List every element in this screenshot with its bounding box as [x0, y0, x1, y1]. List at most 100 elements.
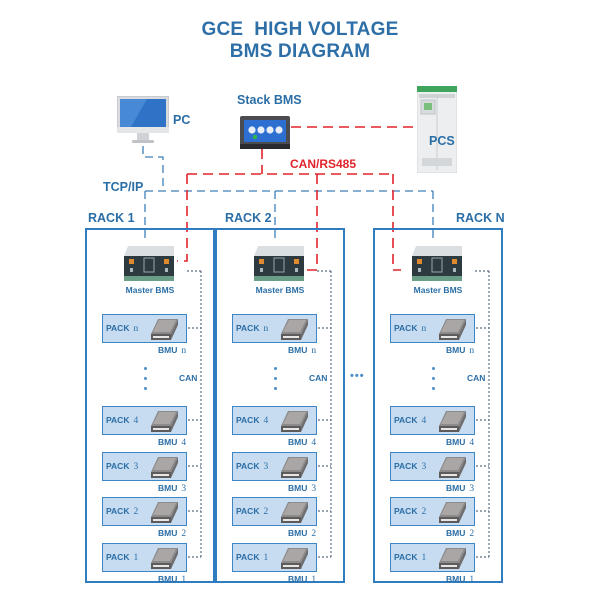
bmu-number: 3 [181, 484, 187, 494]
tcp-ip-label: TCP/IP [103, 180, 144, 194]
ellipsis-dot [144, 387, 147, 390]
bmu-icon [279, 409, 309, 440]
pack-word: PACK [236, 461, 260, 471]
can-label: CAN [467, 373, 486, 383]
master-bms-label: Master BMS [413, 285, 463, 295]
bmu-word: BMU [158, 574, 178, 584]
title-line-1: GCE HIGH VOLTAGE [201, 19, 399, 40]
pack-word: PACK [106, 552, 130, 562]
pack-word: PACK [236, 415, 260, 425]
bmu-icon [149, 455, 179, 486]
bmu-icon [149, 317, 179, 348]
bmu-number: 3 [311, 484, 317, 494]
can-label: CAN [309, 373, 328, 383]
bmu-icon [437, 546, 467, 577]
pcs-label: PCS [429, 134, 455, 148]
pack-word: PACK [236, 552, 260, 562]
pack-number: 2 [133, 507, 139, 517]
bmu-icon [149, 546, 179, 577]
pc-tcp-line [142, 146, 164, 191]
master-bms-icon [122, 246, 176, 287]
bmu-word: BMU [288, 528, 308, 538]
pack-number: 3 [421, 462, 427, 472]
pack-word: PACK [106, 415, 130, 425]
pcs-cabinet-icon [416, 86, 458, 174]
pack-word: PACK [394, 415, 418, 425]
bmu-number: 4 [311, 438, 317, 448]
pack-word: PACK [106, 506, 130, 516]
pack-number: 4 [421, 416, 427, 426]
bmu-number: 1 [181, 575, 187, 585]
pack-word: PACK [236, 506, 260, 516]
bmu-number: n [469, 346, 475, 356]
bmu-number: 2 [311, 529, 317, 539]
pack-number: 1 [421, 553, 427, 563]
bmu-icon [279, 455, 309, 486]
rack-label: RACK 2 [225, 211, 272, 225]
bmu-number: 1 [311, 575, 317, 585]
pack-number: n [263, 324, 269, 334]
bmu-word: BMU [288, 437, 308, 447]
bmu-word: BMU [158, 483, 178, 493]
stack-bms-icon [240, 116, 290, 149]
pc-icon [116, 95, 170, 148]
pack-number: 4 [263, 416, 269, 426]
stack-bms-label: Stack BMS [237, 93, 302, 107]
pack-word: PACK [106, 461, 130, 471]
bmu-icon [279, 546, 309, 577]
bmu-number: 2 [181, 529, 187, 539]
rack-1-box [85, 228, 215, 583]
bmu-number: 3 [469, 484, 475, 494]
bmu-number: 4 [181, 438, 187, 448]
pack-word: PACK [394, 506, 418, 516]
title-line-2: BMS DIAGRAM [229, 41, 371, 62]
bmu-number: n [181, 346, 187, 356]
rack-label: RACK 1 [88, 211, 135, 225]
pack-number: 1 [133, 553, 139, 563]
ellipsis-dot [432, 387, 435, 390]
ellipsis-dot [274, 377, 277, 380]
master-bms-icon [252, 246, 306, 287]
ellipsis-dot [432, 377, 435, 380]
pc-label: PC [173, 113, 191, 127]
bmu-word: BMU [446, 345, 466, 355]
pack-word: PACK [236, 323, 260, 333]
bmu-word: BMU [158, 345, 178, 355]
pack-number: 2 [421, 507, 427, 517]
bmu-word: BMU [446, 437, 466, 447]
more-racks-ellipsis: ••• [350, 370, 365, 382]
pack-word: PACK [394, 552, 418, 562]
ellipsis-dot [274, 387, 277, 390]
pack-word: PACK [394, 461, 418, 471]
bmu-number: n [311, 346, 317, 356]
bmu-icon [437, 409, 467, 440]
rack-3-box [373, 228, 503, 583]
pack-number: n [133, 324, 139, 334]
ellipsis-dot [432, 367, 435, 370]
pack-number: 3 [133, 462, 139, 472]
bmu-icon [279, 500, 309, 531]
master-bms-label: Master BMS [255, 285, 305, 295]
